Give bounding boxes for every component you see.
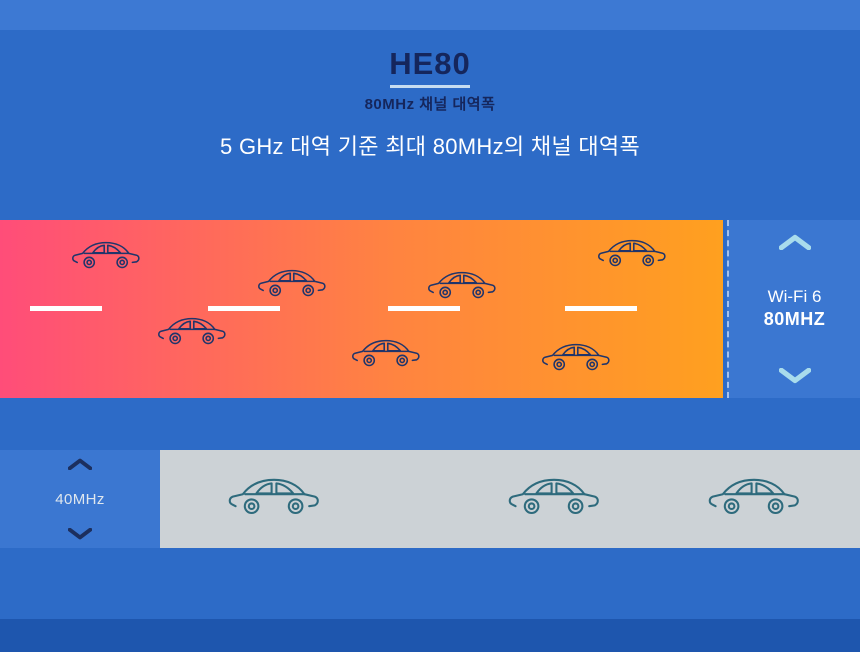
wifi6-bandwidth: 80MHZ	[763, 309, 826, 330]
chevron-down-icon	[68, 528, 92, 540]
bottom-accent-strip	[0, 619, 860, 652]
chevron-down-icon	[779, 368, 811, 384]
car-icon	[256, 266, 328, 298]
lane-marking	[30, 306, 102, 311]
car-icon	[70, 238, 142, 270]
page-title: HE80	[389, 46, 471, 81]
road-40mhz	[160, 450, 860, 548]
wifi6-80mhz-panel: Wi-Fi 6 80MHZ	[727, 220, 860, 398]
wifi5-40mhz-panel: 40MHz	[0, 450, 160, 548]
road-80mhz	[0, 220, 723, 398]
wifi6-name: Wi-Fi 6	[767, 287, 822, 307]
top-accent-strip	[0, 0, 860, 30]
chevron-up-icon	[779, 234, 811, 250]
page-subtitle: 80MHz 채널 대역폭	[364, 96, 496, 113]
car-icon	[350, 336, 422, 368]
page-heading: 5 GHz 대역 기준 최대 80MHz의 채널 대역폭	[220, 134, 640, 159]
car-icon	[540, 340, 612, 372]
car-icon	[226, 474, 322, 516]
lane-marking	[388, 306, 460, 311]
title-underline	[390, 85, 470, 88]
car-icon	[596, 236, 668, 268]
car-icon	[506, 474, 602, 516]
lane-marking	[565, 306, 637, 311]
car-icon	[156, 314, 228, 346]
chevron-up-icon	[68, 458, 92, 470]
wifi5-bandwidth: 40MHz	[55, 490, 105, 508]
car-icon	[706, 474, 802, 516]
wifi6-label: Wi-Fi 6 80MHZ	[764, 286, 826, 331]
lane-marking	[208, 306, 280, 311]
car-icon	[426, 268, 498, 300]
